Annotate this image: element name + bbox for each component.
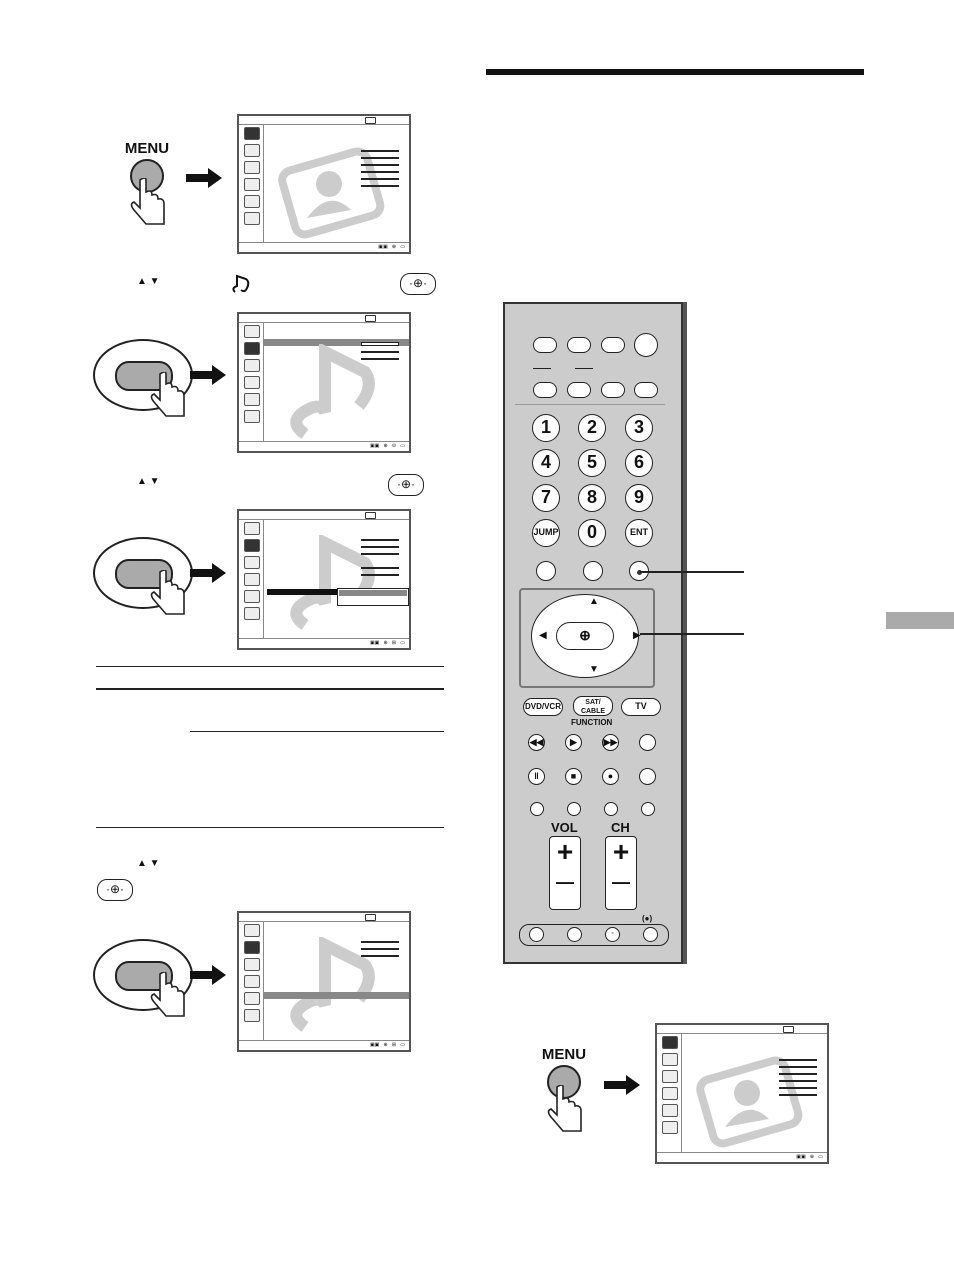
round-button[interactable]	[639, 768, 656, 785]
ch-rocker[interactable]: + —	[605, 836, 637, 910]
hand-icon	[150, 570, 185, 615]
tv-screen-sound-option: ▣▣ ⊕ ⊞ ▭	[237, 509, 411, 650]
remote-top-button[interactable]	[533, 382, 557, 398]
num-3-button[interactable]: 3	[625, 414, 653, 442]
remote-top-button[interactable]	[634, 382, 658, 398]
sound-note-icon	[290, 937, 375, 1032]
table-rule	[96, 688, 444, 690]
enter-icon: ·⊕·	[388, 474, 424, 496]
callout-line	[640, 571, 744, 573]
tv-screen-picture: ▣▣ ⊕ ▭	[655, 1023, 829, 1164]
side-tab	[886, 612, 954, 629]
table-rule	[96, 666, 444, 667]
bottom-button[interactable]	[643, 927, 658, 942]
num-5-button[interactable]: 5	[578, 449, 606, 477]
round-button[interactable]	[530, 802, 544, 816]
ch-label: CH	[611, 820, 630, 835]
up-down-arrows-icon: ▲ ▼	[137, 476, 160, 487]
section-rule	[486, 69, 864, 75]
round-button[interactable]	[567, 802, 581, 816]
stop-button[interactable]: ■	[565, 768, 582, 785]
tv-screen-sound: ▣▣ ⊕ ⊝ ▭	[237, 312, 411, 453]
remote-top-button[interactable]	[567, 382, 591, 398]
enter-icon: ·⊕·	[97, 879, 133, 901]
round-button[interactable]	[641, 802, 655, 816]
ent-button[interactable]: ENT	[625, 519, 653, 547]
round-button[interactable]	[583, 561, 603, 581]
remote-top-button[interactable]	[601, 337, 625, 353]
dvd-vcr-button[interactable]: DVD/VCR	[523, 698, 563, 716]
bottom-button[interactable]: ◦	[605, 927, 620, 942]
round-button[interactable]	[639, 734, 656, 751]
remote-top-button[interactable]	[567, 337, 591, 353]
play-button[interactable]: ▶	[565, 734, 582, 751]
num-8-button[interactable]: 8	[578, 484, 606, 512]
record-button[interactable]: ●	[602, 768, 619, 785]
callout-line	[640, 633, 744, 635]
num-1-button[interactable]: 1	[532, 414, 560, 442]
fast-forward-button[interactable]: ▶▶	[602, 734, 619, 751]
remote-top-button[interactable]	[601, 382, 625, 398]
picture-icon	[278, 147, 385, 239]
vol-rocker[interactable]: + —	[549, 836, 581, 910]
num-2-button[interactable]: 2	[578, 414, 606, 442]
right-arrow-icon	[604, 1075, 640, 1095]
remote-control: 1 2 3 4 5 6 7 8 9 JUMP 0 ENT ⊕ ▲ ▼ ◀ ▶ D…	[503, 302, 683, 964]
hand-icon	[150, 372, 185, 417]
menu-button: MENU	[537, 1046, 591, 1099]
enter-icon: ·⊕·	[400, 273, 436, 295]
num-0-button[interactable]: 0	[578, 519, 606, 547]
right-arrow-icon	[190, 563, 226, 583]
num-9-button[interactable]: 9	[625, 484, 653, 512]
option-box	[337, 588, 409, 606]
bottom-button[interactable]	[529, 927, 544, 942]
num-6-button[interactable]: 6	[625, 449, 653, 477]
enter-button[interactable]: ⊕	[556, 622, 614, 650]
table-rule	[190, 731, 444, 732]
num-7-button[interactable]: 7	[532, 484, 560, 512]
hand-icon	[130, 178, 165, 225]
up-down-arrows-icon: ▲ ▼	[137, 858, 160, 869]
picture-icon	[696, 1056, 803, 1148]
sound-note-icon	[290, 535, 375, 630]
remote-top-button[interactable]	[533, 337, 557, 353]
sound-note-icon	[290, 344, 375, 439]
hand-icon	[150, 972, 185, 1017]
right-arrow-icon	[186, 168, 222, 188]
num-4-button[interactable]: 4	[532, 449, 560, 477]
sat-cable-button[interactable]: SAT/ CABLE	[573, 696, 613, 716]
table-rule	[96, 827, 444, 828]
up-down-arrows-icon: ▲ ▼	[137, 276, 160, 287]
tv-screen-picture: ▣▣ ⊕ ▭	[237, 114, 411, 254]
function-label: FUNCTION	[571, 718, 613, 727]
menu-label: MENU	[124, 140, 170, 157]
hand-icon	[547, 1085, 582, 1132]
round-button[interactable]	[536, 561, 556, 581]
menu-button-icon	[547, 1065, 581, 1099]
bottom-button[interactable]	[567, 927, 582, 942]
rewind-button[interactable]: ◀◀	[528, 734, 545, 751]
round-button[interactable]	[604, 802, 618, 816]
right-arrow-icon	[190, 965, 226, 985]
right-arrow-icon	[190, 365, 226, 385]
power-button[interactable]	[634, 333, 658, 357]
tv-button[interactable]: TV	[621, 698, 661, 716]
tv-screen-sound-result: ▣▣ ⊕ ⊞ ▭	[237, 911, 411, 1052]
joystick-area	[519, 588, 655, 688]
jump-button[interactable]: JUMP	[532, 519, 560, 547]
sound-note-icon	[232, 274, 250, 293]
vol-label: VOL	[551, 820, 578, 835]
menu-label: MENU	[541, 1046, 587, 1063]
pause-button[interactable]: ‖	[528, 768, 545, 785]
